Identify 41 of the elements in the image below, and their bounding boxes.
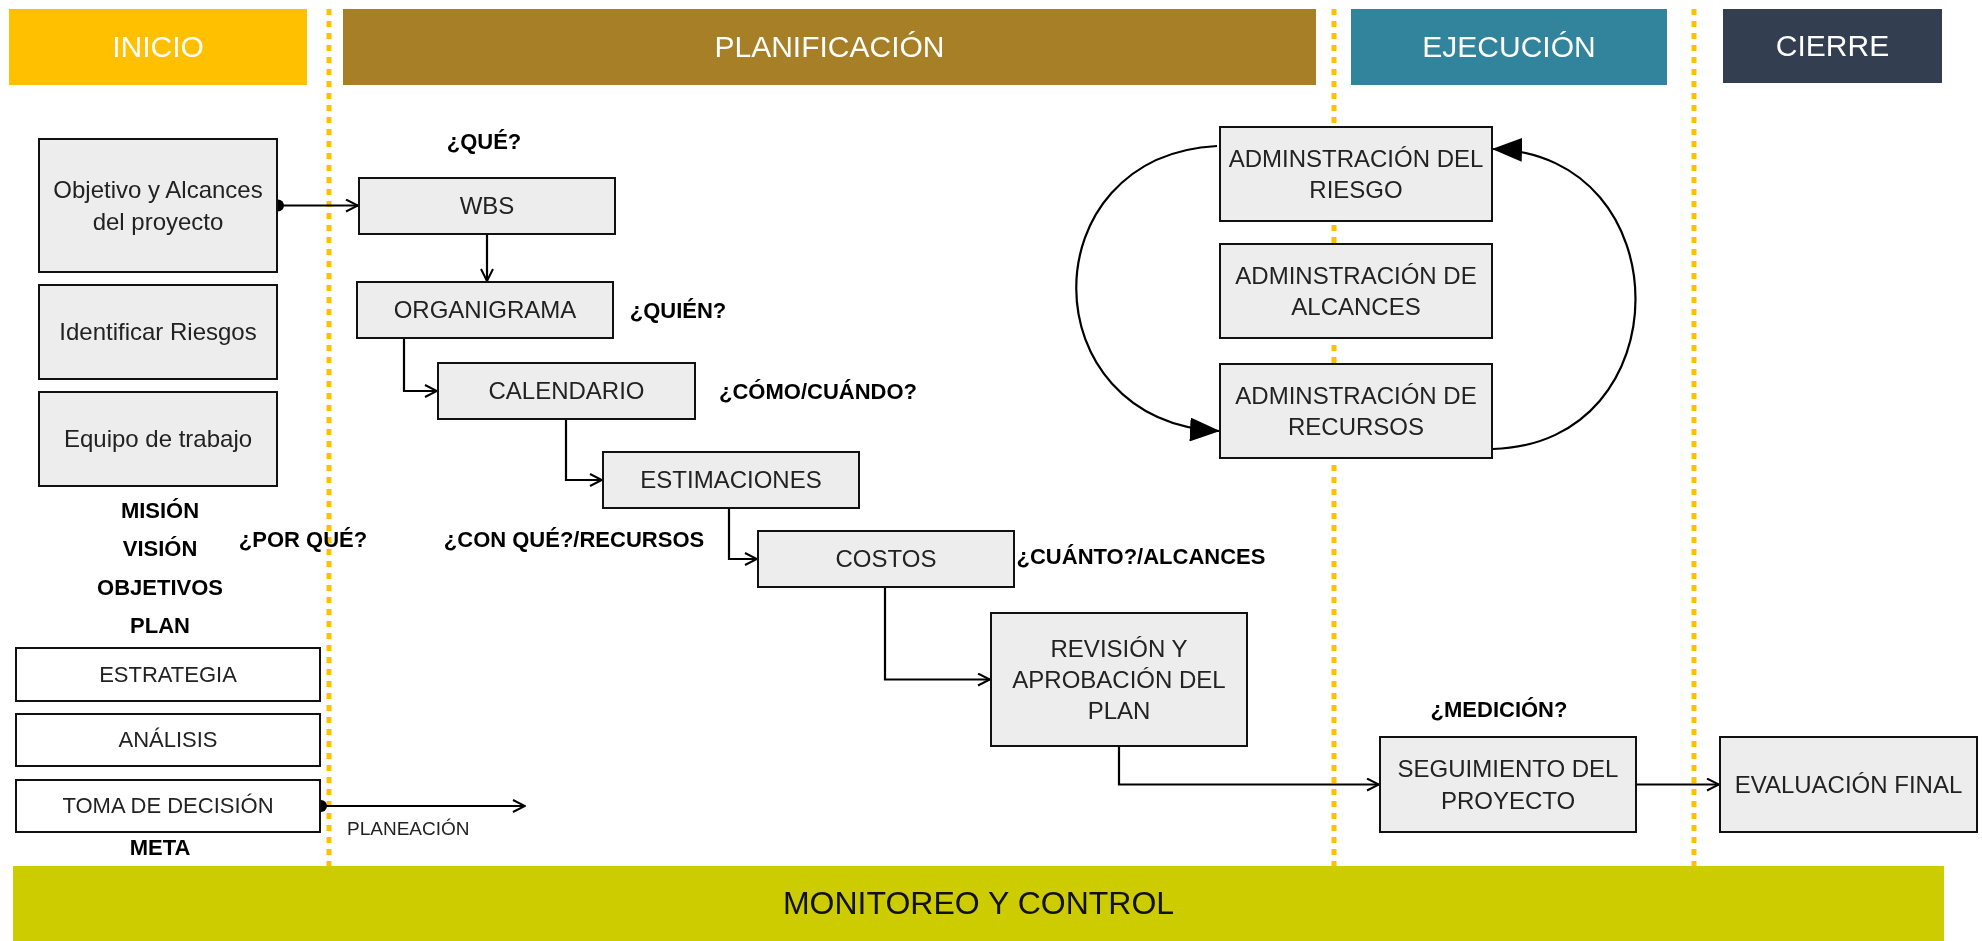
process-box: CALENDARIO [437,362,696,420]
cycle-arrow [1492,141,1637,451]
process-box: ANÁLISIS [15,713,321,767]
question-label: ¿CON QUÉ?/RECURSOS [443,527,705,553]
phase-header: MONITOREO Y CONTROL [13,866,1944,941]
concept-label: PLAN [130,613,190,639]
process-box: Equipo de trabajo [38,391,278,487]
process-box: Objetivo y Alcances del proyecto [38,138,278,273]
arrow [883,588,991,687]
phase-header: INICIO [9,9,307,85]
arrow [402,339,438,398]
process-box: ESTRATEGIA [15,647,321,702]
question-label: ¿CÓMO/CUÁNDO? [719,379,917,405]
process-box: ADMINSTRACIÓN DE ALCANCES [1219,243,1493,339]
arrow [1117,747,1380,792]
process-box: ADMINSTRACIÓN DEL RIESGO [1219,126,1493,222]
process-box: REVISIÓN Y APROBACIÓN DEL PLAN [990,612,1248,747]
process-box: SEGUIMIENTO DEL PROYECTO [1379,736,1637,833]
process-box: ESTIMACIONES [602,451,860,509]
process-box: COSTOS [757,530,1015,588]
question-label: ¿CUÁNTO?/ALCANCES [1016,544,1266,570]
process-box: EVALUACIÓN FINAL [1719,736,1978,833]
concept-label: VISIÓN [122,536,198,562]
phase-header: CIERRE [1723,9,1942,83]
phase-header: PLANIFICACIÓN [343,9,1316,85]
question-label: ¿QUÉ? [446,129,522,155]
process-box: TOMA DE DECISIÓN [15,779,321,833]
arrow [1637,777,1720,792]
concept-label: OBJETIVOS [97,575,223,601]
process-box: WBS [358,177,616,235]
process-box: ORGANIGRAMA [356,281,614,339]
process-box: Identificar Riesgos [38,284,278,380]
arrow [480,235,494,282]
question-label: ¿QUIÉN? [629,298,727,324]
process-box: ADMINSTRACIÓN DE RECURSOS [1219,363,1493,459]
concept-label: META [129,835,191,861]
question-label: ¿POR QUÉ? [238,527,368,553]
arrow [727,509,758,566]
arrow [564,420,603,487]
concept-label: MISIÓN [120,498,200,524]
phase-header: EJECUCIÓN [1351,9,1667,85]
